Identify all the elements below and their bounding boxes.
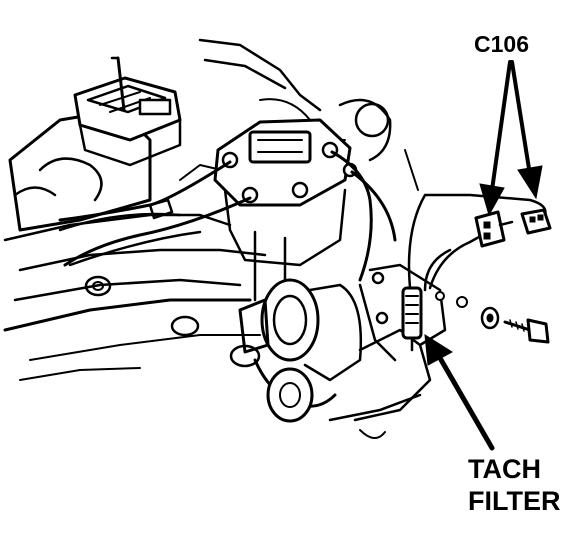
tach-filter-label-line2: FILTER	[468, 486, 560, 516]
tach-filter-component	[401, 286, 423, 352]
bolt-and-washer	[435, 291, 550, 344]
ignition-wires	[58, 150, 397, 282]
c106-label: C106	[474, 31, 529, 57]
wiring-harness	[404, 149, 547, 292]
alternator	[238, 278, 432, 439]
tach-filter-callout-arrow	[424, 334, 495, 451]
c106-callout-arrows	[479, 60, 543, 217]
mounting-bracket	[358, 263, 447, 362]
c106-connector-halves	[474, 208, 552, 248]
engine-block	[3, 108, 267, 381]
tach-filter-label-line1: TACH	[468, 454, 541, 484]
carburetor-assembly	[73, 38, 392, 167]
